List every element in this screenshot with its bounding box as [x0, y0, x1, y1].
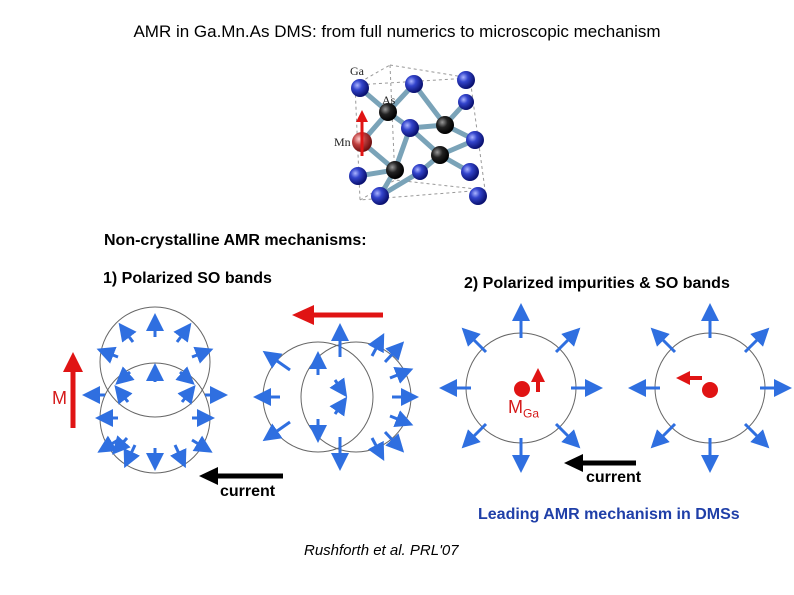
magnetization-label: M	[52, 388, 67, 408]
current-arrow-1	[199, 467, 283, 485]
so-band-arrows-left	[82, 313, 228, 471]
impurity-magnetization-label: MGa	[508, 397, 540, 421]
mechanism1-diagram	[63, 305, 419, 485]
magnetization-arrow-horizontal	[292, 305, 383, 325]
ga-atoms	[349, 71, 487, 205]
so-band-arrows-right	[253, 323, 419, 471]
current-label-1: current	[220, 483, 276, 500]
citation: Rushforth et al. PRL'07	[304, 542, 459, 559]
mechanism2-heading: 2) Polarized impurities & SO bands	[464, 275, 730, 292]
magnetization-arrow	[63, 352, 83, 428]
label-ga: Ga	[350, 64, 365, 78]
impurity-arrows-right	[628, 303, 792, 473]
page-title: AMR in Ga.Mn.As DMS: from full numerics …	[133, 22, 661, 41]
section-heading: Non-crystalline AMR mechanisms:	[104, 232, 367, 249]
label-mn: Mn	[334, 135, 351, 149]
label-as: As	[382, 93, 396, 107]
current-arrow-2	[564, 454, 636, 472]
mechanism1-heading: 1) Polarized SO bands	[103, 270, 272, 287]
mn-impurity-1	[514, 381, 530, 397]
as-atoms	[379, 103, 454, 179]
current-label-2: current	[586, 469, 642, 486]
impurity-arrows-left	[439, 303, 603, 473]
crystal-structure: Ga As Mn	[334, 64, 487, 205]
mechanism2-diagram	[439, 303, 792, 473]
conclusion-text: Leading AMR mechanism in DMSs	[478, 506, 740, 523]
mn-impurity-2	[702, 382, 718, 398]
